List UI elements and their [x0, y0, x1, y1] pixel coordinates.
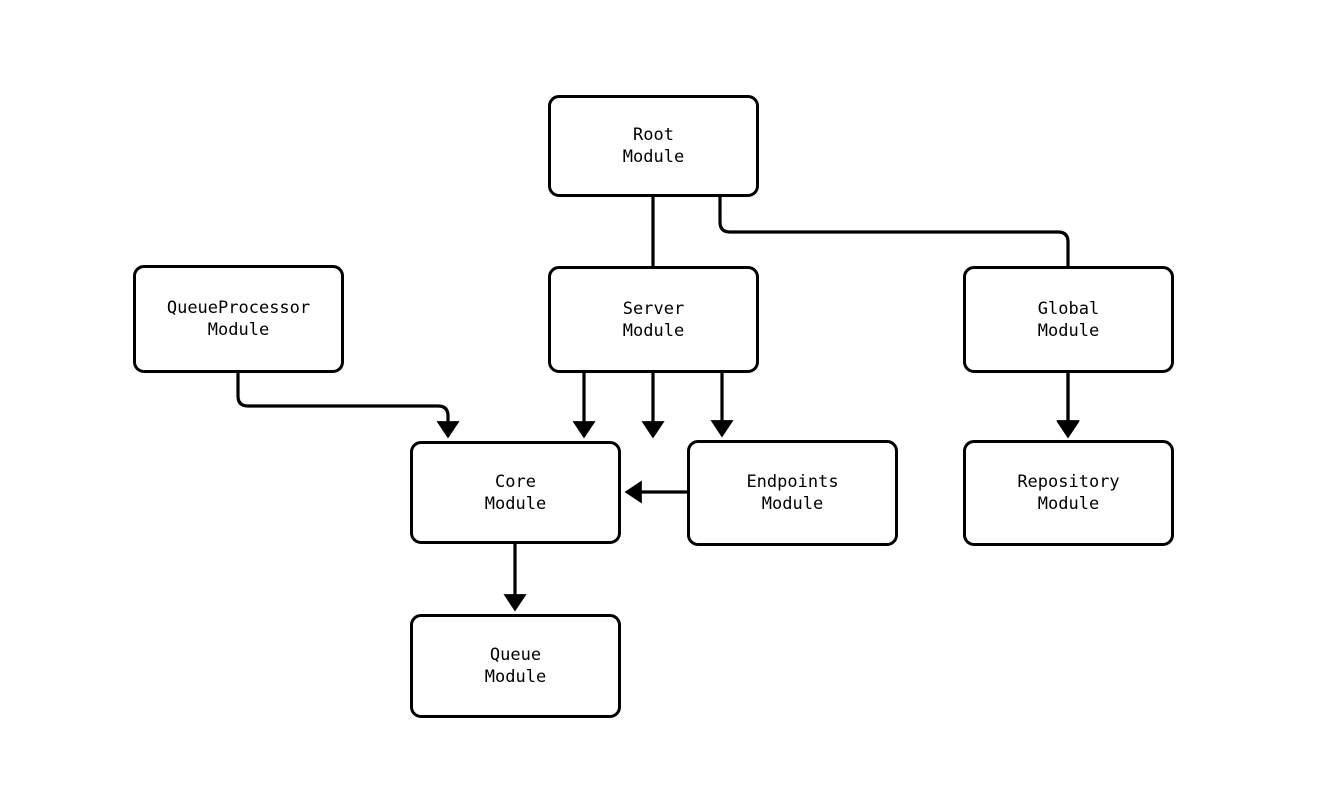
node-repository-module[interactable]: Repository Module	[963, 440, 1174, 546]
node-global-module-line1: Global	[1037, 298, 1100, 319]
node-queue-module-line1: Queue	[489, 645, 542, 665]
node-server-module-line2: Module	[622, 320, 685, 341]
node-repository-module-line1: Repository	[1017, 472, 1120, 492]
node-queueprocessor-module-line1: QueueProcessor	[166, 298, 311, 318]
node-core-module-line2: Module	[484, 493, 547, 514]
node-core-module-line1: Core	[495, 471, 536, 492]
node-root-module-line2: Module	[622, 147, 685, 167]
node-endpoints-module-line1: Endpoints	[746, 472, 839, 492]
edge-queueprocessor-to-core	[236, 373, 460, 439]
node-root-module-line1: Root	[633, 125, 674, 145]
node-endpoints-module-line2: Module	[761, 494, 824, 514]
node-queueprocessor-module[interactable]: QueueProcessor Module	[133, 265, 344, 373]
node-server-module[interactable]: Server Module	[548, 266, 759, 373]
node-repository-module-line2: Module	[1037, 494, 1100, 514]
node-server-module-line1: Server	[622, 298, 685, 319]
node-queueprocessor-module-line2: Module	[207, 320, 270, 340]
edge-root-to-global	[718, 197, 1080, 439]
node-root-module[interactable]: Root Module	[548, 95, 759, 197]
node-queue-module[interactable]: Queue Module	[410, 614, 621, 718]
node-core-module[interactable]: Core Module	[410, 441, 621, 544]
node-global-module-line2: Module	[1037, 320, 1100, 341]
node-queue-module-line2: Module	[484, 667, 547, 687]
node-global-module[interactable]: Global Module	[963, 266, 1174, 373]
node-endpoints-module[interactable]: Endpoints Module	[687, 440, 898, 546]
